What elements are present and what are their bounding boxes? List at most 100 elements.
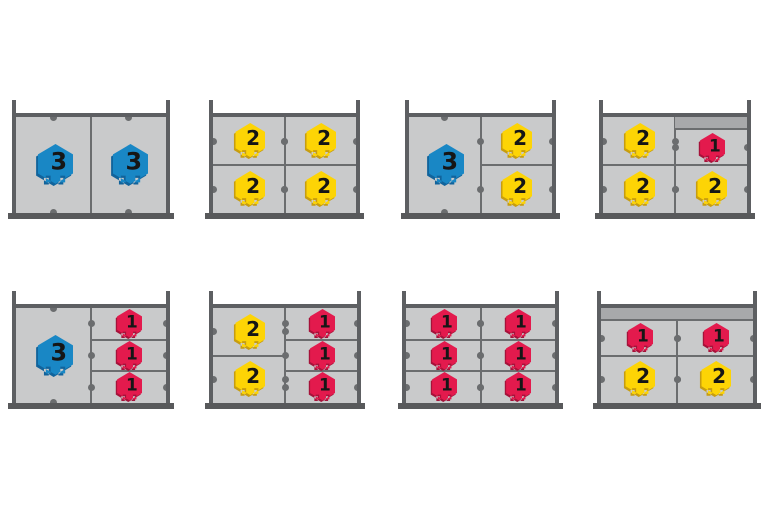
left-post	[599, 100, 603, 213]
right-post	[552, 100, 556, 213]
token-value: 2	[246, 317, 260, 341]
floor-base	[8, 403, 174, 409]
token-yellow-2-hex: 2	[501, 123, 533, 159]
token-red-1-hex: 1	[430, 340, 457, 371]
token-red-1-hex: 1	[430, 372, 457, 403]
token-value: 1	[441, 375, 453, 395]
token-body	[235, 313, 265, 348]
building-5: 3 1 1 1	[8, 291, 174, 409]
token-body	[235, 171, 265, 206]
token-red-1-hex: 1	[702, 323, 729, 354]
peg-dot	[209, 328, 217, 336]
peg-dot	[125, 113, 132, 121]
token-value: 1	[319, 343, 331, 363]
floor-base	[205, 403, 365, 409]
token-body	[37, 334, 73, 375]
room-divider-horizontal	[213, 354, 285, 357]
token-value: 3	[441, 147, 458, 175]
room-divider-horizontal	[213, 164, 285, 166]
token-yellow-2-hex: 2	[305, 171, 337, 207]
room-divider-vertical	[90, 117, 92, 213]
token-body	[117, 340, 142, 369]
token-value: 1	[515, 311, 527, 331]
left-post	[12, 291, 16, 403]
token-body	[506, 340, 532, 369]
left-post	[209, 100, 213, 213]
token-body	[506, 372, 532, 401]
room-divider-horizontal	[285, 370, 357, 373]
roof-bar	[12, 113, 170, 117]
token-red-1-hex: 1	[505, 372, 532, 403]
peg-dot	[50, 398, 57, 406]
token-red-1-hex: 1	[115, 340, 142, 371]
right-post	[357, 291, 361, 403]
right-post	[166, 291, 170, 403]
peg-dot	[402, 383, 410, 391]
peg-dot	[281, 383, 289, 391]
token-red-1-hex: 1	[505, 340, 532, 371]
token-body	[309, 372, 335, 401]
peg-dot	[673, 375, 681, 383]
token-red-1-hex: 1	[626, 323, 653, 354]
peg-dot	[50, 113, 57, 121]
room-divider-horizontal	[480, 370, 555, 373]
token-body	[428, 144, 464, 184]
left-post	[402, 291, 406, 403]
token-value: 2	[636, 126, 650, 150]
token-body	[306, 123, 337, 158]
token-body	[37, 144, 73, 184]
floor-base	[593, 403, 761, 409]
token-body	[625, 171, 655, 206]
token-value: 1	[441, 311, 453, 331]
peg-dot	[402, 320, 410, 328]
token-body	[625, 123, 655, 158]
peg-dot	[597, 375, 605, 383]
right-post	[356, 100, 360, 213]
token-body	[431, 372, 457, 401]
peg-dot	[671, 144, 679, 151]
peg-dot	[402, 352, 410, 359]
token-body	[117, 372, 142, 401]
token-value: 1	[126, 375, 138, 395]
token-value: 1	[126, 343, 138, 363]
token-yellow-2-hex: 2	[233, 171, 265, 207]
roof-bar	[209, 304, 361, 308]
token-blue-3-hex: 3	[35, 334, 73, 377]
token-value: 1	[713, 326, 725, 346]
token-value: 2	[513, 126, 527, 150]
room-divider-horizontal	[91, 338, 166, 341]
token-yellow-2-hex: 2	[623, 123, 655, 159]
token-body	[502, 171, 533, 206]
room-divider-horizontal	[406, 338, 481, 341]
room-divider-horizontal	[285, 338, 357, 341]
peg-dot	[597, 334, 605, 342]
room-divider-horizontal	[91, 370, 166, 373]
token-yellow-2-hex: 2	[623, 361, 655, 398]
attic-strip	[677, 308, 753, 321]
floor-base	[401, 213, 560, 219]
left-post	[209, 291, 213, 403]
left-post	[12, 100, 16, 213]
peg-dot	[477, 383, 484, 391]
peg-dot	[477, 137, 484, 145]
peg-dot	[673, 334, 681, 342]
token-body	[625, 361, 655, 396]
right-post	[166, 100, 170, 213]
token-yellow-2-hex: 2	[233, 361, 265, 398]
token-value: 2	[636, 364, 650, 388]
token-value: 1	[441, 343, 453, 363]
floor-base	[205, 213, 364, 219]
attic-strip	[601, 308, 677, 321]
token-value: 1	[319, 375, 331, 395]
token-body	[117, 308, 142, 338]
token-yellow-2-hex: 2	[233, 313, 265, 350]
token-body	[235, 361, 265, 396]
token-red-1-hex: 1	[115, 308, 142, 339]
peg-dot	[281, 352, 289, 359]
roof-bar	[599, 113, 751, 117]
token-value: 1	[637, 326, 649, 346]
